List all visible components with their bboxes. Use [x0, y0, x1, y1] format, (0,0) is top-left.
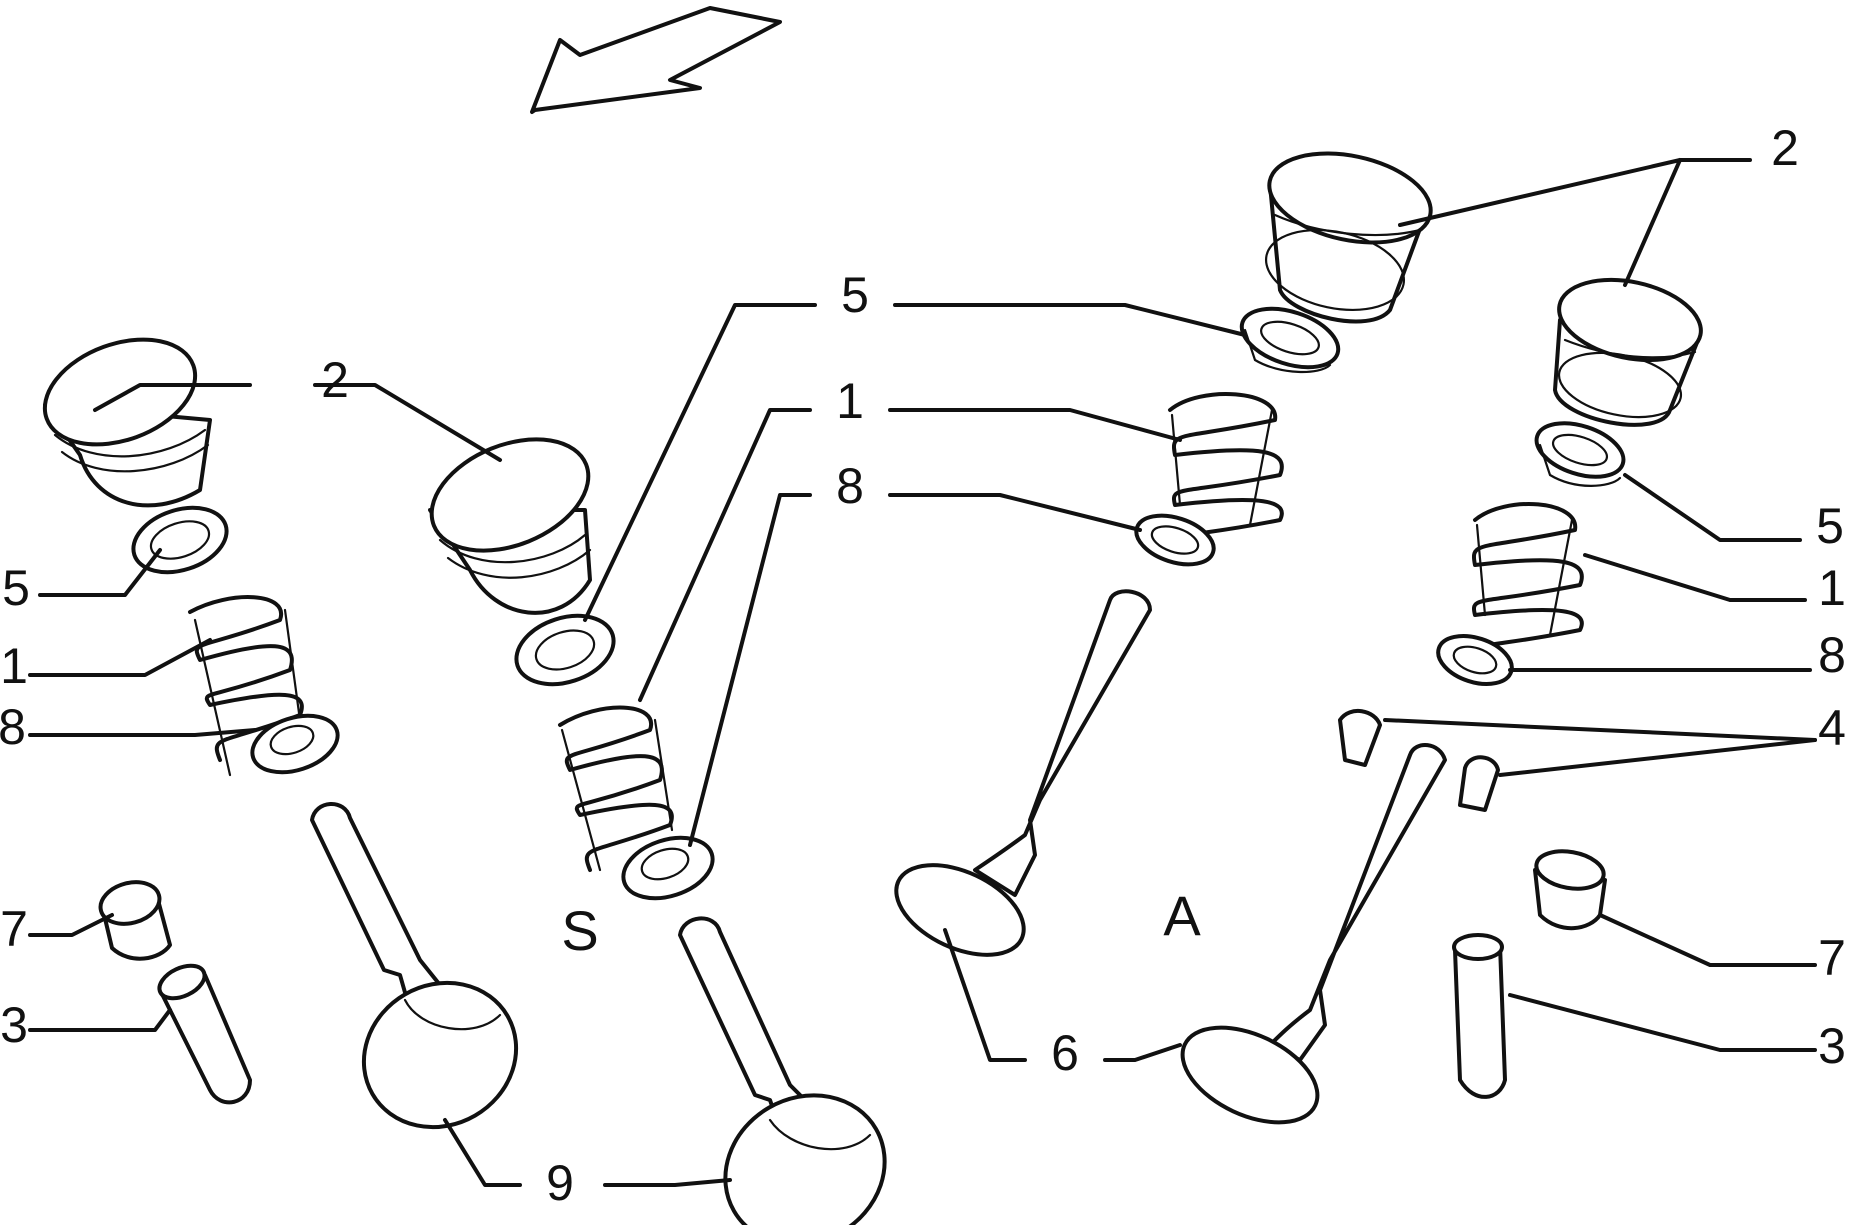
- valve-left-a: [310, 802, 519, 1130]
- direction-arrow: [530, 6, 782, 114]
- callout-left-7: 7: [0, 901, 28, 957]
- valve-left-b: [678, 916, 887, 1225]
- spring-retainer-left-a: [131, 505, 229, 575]
- leader-right-2: [1398, 158, 1752, 227]
- leader-mid-8: [688, 493, 812, 847]
- tappet-left-b: [428, 437, 592, 615]
- leader-right-4: [1383, 718, 1817, 742]
- spring-retainer-right-b: [1534, 421, 1626, 487]
- callout-right-8: 8: [1818, 627, 1846, 683]
- valve-guide-right: [1452, 933, 1507, 1099]
- seat-washer-left-a: [250, 713, 340, 775]
- valve-right-a: [894, 589, 1152, 957]
- spring-left-b: [558, 705, 674, 872]
- callout-left-1: 1: [0, 638, 28, 694]
- valve-right-b: [1180, 743, 1447, 1125]
- leader-right-7: [1598, 913, 1817, 967]
- tappet-right-a: [1264, 151, 1433, 324]
- leader-right-1: [1583, 553, 1807, 602]
- spring-right-b: [1472, 502, 1584, 662]
- valve-collets-right: [1338, 709, 1500, 812]
- leader-mid-1: [638, 408, 812, 702]
- callout-bottom-9: 9: [546, 1155, 574, 1211]
- leader-bottom-6-b: [1103, 1043, 1182, 1062]
- leader-mid-5-b: [893, 303, 1247, 337]
- callout-left-5: 5: [2, 560, 30, 616]
- seat-washer-right-a: [1134, 513, 1216, 567]
- side-label-intake: A: [1163, 884, 1201, 947]
- spring-retainer-right-a: [1239, 306, 1341, 373]
- tappet-left-a: [42, 337, 212, 508]
- seat-washer-right-b: [1436, 634, 1514, 686]
- callout-right-4: 4: [1818, 700, 1846, 756]
- leader-mid-8-b: [888, 493, 1142, 532]
- callout-mid-8: 8: [836, 458, 864, 514]
- leader-left-8: [28, 728, 257, 737]
- callout-right-2: 2: [1771, 120, 1799, 176]
- valve-stem-seal-right: [1533, 849, 1607, 931]
- callout-mid-1: 1: [836, 373, 864, 429]
- leader-mid-5: [583, 303, 817, 622]
- leader-left-1: [28, 638, 212, 677]
- callout-bottom-6: 6: [1051, 1025, 1079, 1081]
- leader-left-5: [38, 548, 162, 597]
- callout-right-5: 5: [1816, 498, 1844, 554]
- callout-mid-5: 5: [841, 267, 869, 323]
- leader-left-3: [28, 1008, 172, 1032]
- callout-right-7: 7: [1818, 930, 1846, 986]
- side-label-exhaust: S: [561, 899, 598, 962]
- leader-mid-1-b: [888, 408, 1182, 442]
- callout-right-3: 3: [1818, 1018, 1846, 1074]
- leader-bottom-6: [943, 928, 1027, 1062]
- leader-left-7: [28, 913, 114, 937]
- valve-guide-left-a: [157, 963, 252, 1105]
- callout-left-8: 8: [0, 699, 26, 755]
- seat-washer-left-b: [621, 835, 715, 901]
- leader-bottom-9: [443, 1118, 522, 1187]
- leader-left-2-b: [93, 383, 252, 412]
- leader-right-3: [1508, 993, 1817, 1052]
- tappet-right-b: [1553, 277, 1703, 427]
- leader-right-5: [1623, 473, 1802, 542]
- spring-right-a: [1168, 392, 1284, 552]
- callout-right-1: 1: [1818, 560, 1846, 616]
- callout-left-2: 2: [321, 352, 349, 408]
- callout-left-3: 3: [0, 997, 28, 1053]
- leader-left-2: [313, 383, 502, 462]
- leader-right-4-b: [1498, 738, 1817, 777]
- valve-stem-seal-left-a: [98, 880, 172, 961]
- spring-retainer-left-b: [514, 613, 616, 687]
- leader-bottom-9-b: [603, 1178, 732, 1187]
- leader-right-2-b: [1623, 158, 1682, 287]
